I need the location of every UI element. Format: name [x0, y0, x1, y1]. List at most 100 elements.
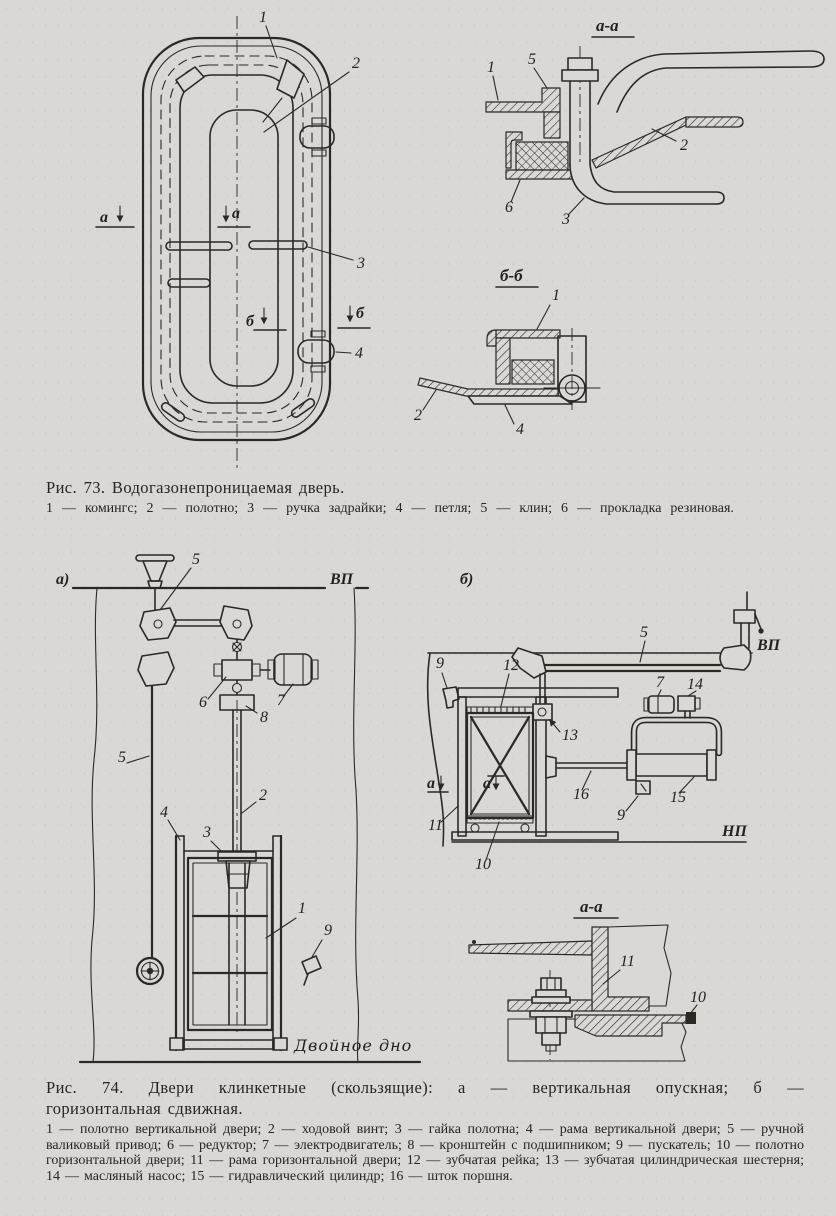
- door-plate: [591, 116, 687, 169]
- gasket-channel-hook: [505, 131, 523, 169]
- callout-9: 9: [324, 922, 332, 939]
- door-panel: [465, 711, 535, 833]
- callout-9-top: 9: [436, 655, 444, 672]
- fig74-caption-line1: Рис. 74. Двери клинкетные (скользящие): …: [46, 1078, 804, 1097]
- callout-3: 3: [561, 211, 570, 228]
- hull-edge: [426, 652, 445, 847]
- universal-joint: [231, 682, 243, 694]
- callout-4: 4: [516, 421, 524, 438]
- fig74-caption: Рис. 74. Двери клинкетные (скользящие): …: [46, 1077, 804, 1119]
- bolt-assembly: [529, 970, 573, 1060]
- dog-handle: [165, 241, 233, 251]
- callout-6: 6: [199, 694, 207, 711]
- frame-channel-left: [457, 696, 467, 837]
- callout-15: 15: [670, 789, 686, 806]
- svg-text:а: а: [427, 775, 435, 792]
- callout-2: 2: [259, 787, 267, 804]
- callout-10: 10: [475, 856, 491, 873]
- deck-label: ВП: [329, 571, 354, 588]
- hydraulic-cylinder: [626, 749, 717, 781]
- dog-handle: [248, 240, 308, 250]
- callout-7: 7: [656, 674, 665, 691]
- roller: [520, 823, 530, 833]
- callout-4: 4: [355, 345, 363, 362]
- door-coaming-outline: [141, 36, 332, 442]
- oil-pump: [677, 695, 701, 712]
- rubber-gasket: [515, 141, 569, 171]
- svg-text:б: б: [356, 305, 365, 322]
- starter-switch: [301, 955, 322, 975]
- callout-3: 3: [356, 255, 365, 272]
- hand-crank: [135, 554, 175, 613]
- callout-1: 1: [487, 59, 495, 76]
- handwheel: [135, 956, 165, 986]
- callout-5-rod: 5: [118, 749, 126, 766]
- callout-12: 12: [503, 657, 519, 674]
- dog-handle: [167, 278, 211, 288]
- hinge-upper: [299, 125, 335, 149]
- callout-13: 13: [562, 727, 578, 744]
- fig74-legend: 1 — полотно вертикальной двери; 2 — ходо…: [46, 1122, 804, 1184]
- coaming-flange: [485, 87, 561, 113]
- fig73-front-view: 1 2 3 4 а а б б: [95, 9, 371, 470]
- callout-1: 1: [552, 287, 560, 304]
- callout-8: 8: [260, 709, 268, 726]
- deck-label: ВП: [756, 637, 781, 654]
- top-rail: [457, 687, 619, 698]
- section-mark-a-left: а: [427, 775, 449, 793]
- fig73-caption: Рис. 73. Водогазонепроницаемая дверь.: [46, 478, 345, 497]
- rod-mount: [545, 755, 557, 779]
- roller: [470, 823, 480, 833]
- callout-2: 2: [414, 407, 422, 424]
- fig73-legend: 1 — комингс; 2 — полотно; 3 — ручка задр…: [46, 501, 734, 516]
- dog-handle-section: [569, 163, 725, 205]
- door-leaf-outline: [179, 74, 294, 404]
- svg-text:б: б: [246, 313, 255, 330]
- callout-7: 7: [277, 692, 286, 709]
- svg-text:а: а: [100, 209, 108, 226]
- section-mark-b-center: б: [246, 307, 287, 331]
- fig73-section-aa: а-а 1 5 2 6 3: [485, 16, 825, 228]
- view-label: а): [56, 571, 69, 588]
- figures-artwork: 1 2 3 4 а а б б а-а: [56, 9, 825, 1064]
- spindle-nut: [567, 57, 593, 71]
- section-title: а-а: [596, 16, 619, 35]
- section-mark-b-right: б: [337, 305, 371, 329]
- double-bottom-label: Двойное дно: [293, 1036, 412, 1055]
- screw-nut: [217, 851, 257, 889]
- fig73-section-bb: б-б 1 2 4: [414, 266, 601, 438]
- door-blade: [186, 856, 274, 1032]
- wedge-clamp-bottom-right: [290, 398, 316, 418]
- hydraulic-piping: [630, 710, 723, 757]
- callout-3: 3: [202, 824, 211, 841]
- callout-5-top: 5: [192, 551, 200, 568]
- callout-14: 14: [687, 676, 703, 693]
- electric-motor: [267, 653, 319, 686]
- view-label: б): [460, 571, 473, 588]
- wedge-clamp-bottom-left: [160, 402, 186, 422]
- bottom-rail: [451, 831, 619, 841]
- fig74-view-b: б) ВП 5 9: [426, 571, 781, 873]
- bulkhead-edge-right: [353, 587, 360, 1063]
- pump-motor: [643, 695, 675, 714]
- callout-4: 4: [160, 804, 168, 821]
- bulkhead-edge-left: [90, 587, 98, 1063]
- callout-6: 6: [505, 199, 513, 216]
- section-title: б-б: [500, 266, 524, 285]
- lever-handle: [597, 50, 825, 113]
- frame-block: [607, 924, 672, 1007]
- callout-16: 16: [573, 786, 589, 803]
- section-mark-a-right: а: [483, 775, 505, 792]
- rubber-gasket: [511, 359, 555, 385]
- section-title: а-а: [580, 897, 603, 916]
- bracket: [137, 651, 175, 687]
- callout-5: 5: [640, 624, 648, 641]
- hinge-bracket: [467, 395, 573, 405]
- hinge-lower: [297, 339, 335, 364]
- bulkhead-plate: [468, 940, 593, 956]
- section-mark-a-left: а: [95, 205, 135, 228]
- starter-switch: [442, 686, 460, 709]
- section-mark-a-center: а: [217, 205, 251, 228]
- callout-11: 11: [428, 817, 443, 834]
- fig74-caption-block: Рис. 74. Двери клинкетные (скользящие): …: [46, 1077, 804, 1184]
